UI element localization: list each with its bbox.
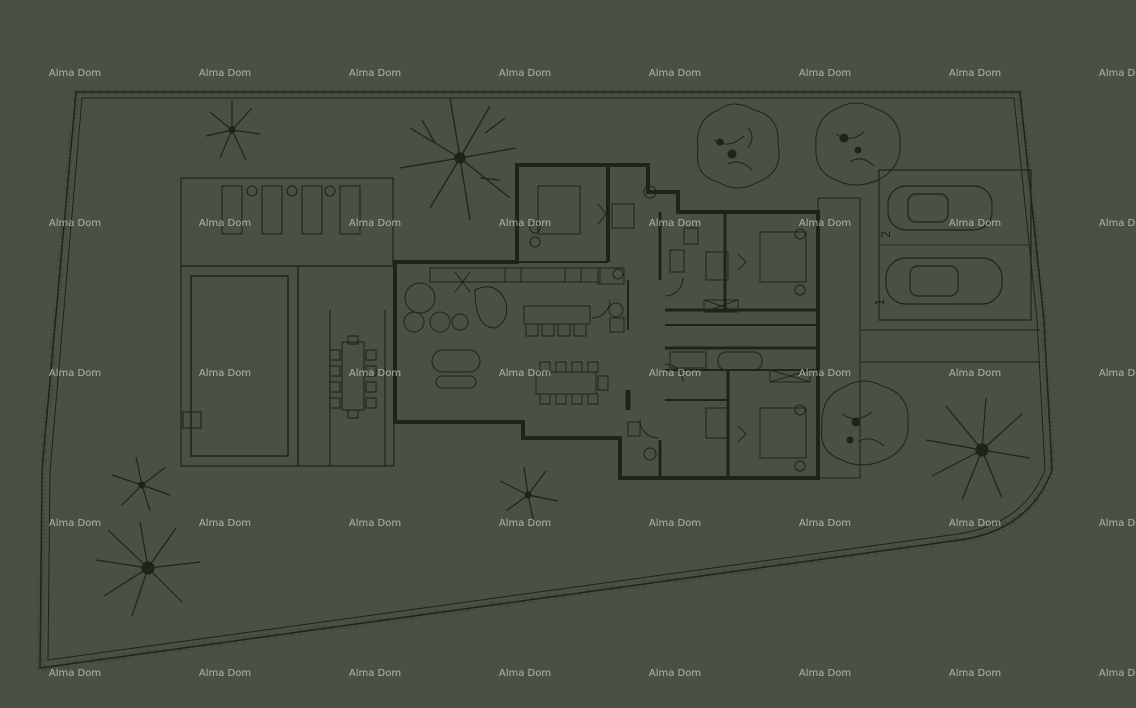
canopy-tree-icon [696, 103, 780, 189]
bare-tree-icon [205, 100, 261, 161]
parking-spot-1-label: 1 [873, 298, 887, 306]
canopy-tree-icon [815, 102, 901, 186]
interior-furniture [403, 267, 625, 405]
side-walkway [817, 197, 1040, 479]
bare-tree-icon [111, 456, 171, 512]
parking-spot-2-label: 2 [879, 230, 893, 238]
sunbeds [221, 185, 361, 235]
canopy-tree-icon [820, 380, 909, 466]
parking-area [878, 169, 1032, 321]
bare-tree-icon [399, 97, 517, 221]
pool-terrace [180, 177, 395, 467]
plot-boundary [36, 88, 1056, 673]
bare-tree-icon [499, 466, 559, 524]
bare-tree-icon [925, 397, 1031, 501]
house-walls [393, 163, 820, 480]
bare-tree-icon [95, 521, 201, 617]
bedrooms-baths [529, 185, 811, 472]
outdoor-dining-table [329, 335, 377, 419]
